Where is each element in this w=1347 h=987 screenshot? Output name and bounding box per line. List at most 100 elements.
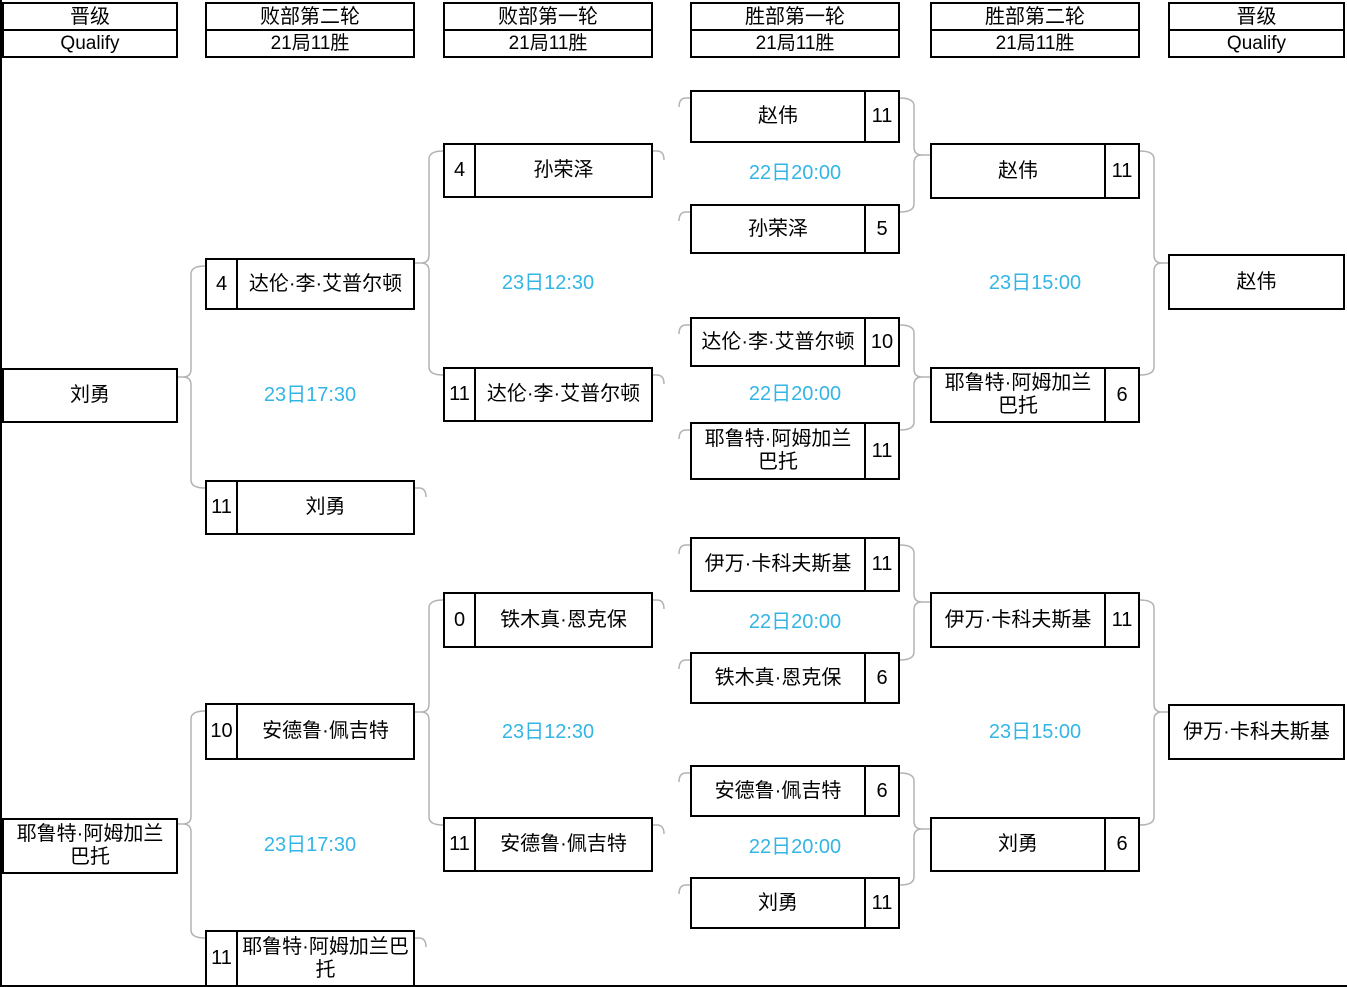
match-time: 23日15:00 <box>988 721 1082 743</box>
player-score: 0 <box>445 594 476 646</box>
qualified-player-box: 赵伟 <box>1168 254 1345 310</box>
match-time: 22日20:00 <box>748 836 842 858</box>
player-score: 11 <box>864 539 898 590</box>
player-name: 耶鲁特·阿姆加兰巴托 <box>704 428 852 473</box>
match-time: 23日17:30 <box>263 384 357 406</box>
player-name: 安德鲁·佩吉特 <box>714 779 842 802</box>
header-subtitle: Qualify <box>1226 33 1287 54</box>
bracket-slot: 安德鲁·佩吉特 6 <box>690 765 900 817</box>
player-name: 伊万·卡科夫斯基 <box>1183 720 1330 743</box>
player-score: 11 <box>864 879 898 927</box>
connector-brace <box>415 599 444 826</box>
match-time: 23日12:30 <box>501 721 595 743</box>
player-name: 孙荣泽 <box>533 159 594 181</box>
player-score: 11 <box>1104 594 1138 646</box>
header-subtitle: Qualify <box>60 33 120 54</box>
player-name: 赵伟 <box>758 105 798 127</box>
player-score: 4 <box>207 260 238 308</box>
header-qualify-left: 晋级 Qualify <box>2 2 178 58</box>
bracket-slot: 11 达伦·李·艾普尔顿 <box>443 367 653 422</box>
player-score: 11 <box>207 482 238 533</box>
player-score: 11 <box>864 92 898 141</box>
match-time: 22日20:00 <box>748 383 842 405</box>
connector-brace <box>1139 599 1168 826</box>
header-losers-round1: 败部第一轮 21局11胜 <box>443 2 653 58</box>
connector-brace <box>899 772 930 886</box>
player-score: 6 <box>864 767 898 815</box>
player-name: 赵伟 <box>998 159 1038 182</box>
header-title: 胜部第二轮 <box>932 4 1138 31</box>
connector-brace <box>1139 150 1168 376</box>
qualified-player-box: 刘勇 <box>2 368 178 423</box>
player-score: 6 <box>1104 819 1138 870</box>
player-score: 10 <box>864 319 898 365</box>
header-subtitle: 21局11胜 <box>508 33 588 54</box>
player-score: 6 <box>1104 369 1138 421</box>
bracket-slot: 赵伟 11 <box>690 90 900 143</box>
player-name: 安德鲁·佩吉特 <box>262 720 389 742</box>
player-name: 耶鲁特·阿姆加兰巴托 <box>944 372 1092 417</box>
player-name: 耶鲁特·阿姆加兰巴托 <box>242 935 409 981</box>
bracket-slot: 11 耶鲁特·阿姆加兰巴托 <box>205 930 415 987</box>
player-name: 孙荣泽 <box>748 217 808 240</box>
connector-brace <box>178 710 206 939</box>
bracket-slot: 4 达伦·李·艾普尔顿 <box>205 258 415 310</box>
bracket-slot: 耶鲁特·阿姆加兰巴托 6 <box>930 367 1140 423</box>
player-name: 达伦·李·艾普尔顿 <box>248 272 403 295</box>
header-subtitle: 21局11胜 <box>270 33 350 54</box>
bracket-slot: 10 安德鲁·佩吉特 <box>205 703 415 760</box>
player-name: 刘勇 <box>70 384 110 406</box>
player-name: 达伦·李·艾普尔顿 <box>701 330 855 353</box>
header-winners-round2: 胜部第二轮 21局11胜 <box>930 2 1140 58</box>
qualified-player-box: 伊万·卡科夫斯基 <box>1168 704 1345 760</box>
player-score: 4 <box>445 145 476 196</box>
connector-brace <box>415 150 444 376</box>
bracket-slot: 伊万·卡科夫斯基 11 <box>690 537 900 592</box>
header-title: 晋级 <box>1170 4 1343 31</box>
player-score: 5 <box>864 206 898 252</box>
bracket-slot: 赵伟 11 <box>930 143 1140 199</box>
bracket-slot: 达伦·李·艾普尔顿 10 <box>690 317 900 367</box>
bracket-slot: 4 孙荣泽 <box>443 143 653 198</box>
page-border-bottom <box>0 985 1347 987</box>
bracket-slot: 11 刘勇 <box>205 480 415 535</box>
player-score: 11 <box>1104 145 1138 197</box>
connector-brace <box>899 324 930 431</box>
match-time: 22日20:00 <box>748 162 842 184</box>
connector-brace <box>899 544 930 661</box>
player-name: 刘勇 <box>758 891 798 914</box>
bracket-slot: 伊万·卡科夫斯基 11 <box>930 592 1140 648</box>
header-winners-round1: 胜部第一轮 21局11胜 <box>690 2 900 58</box>
header-title: 胜部第一轮 <box>692 4 898 31</box>
bracket-slot: 11 安德鲁·佩吉特 <box>443 817 653 872</box>
bracket-slot: 刘勇 6 <box>930 817 1140 872</box>
bracket-slot: 孙荣泽 5 <box>690 204 900 254</box>
match-time: 22日20:00 <box>748 611 842 633</box>
bracket-slot: 耶鲁特·阿姆加兰巴托 11 <box>690 422 900 480</box>
player-score: 6 <box>864 654 898 702</box>
connector-brace <box>899 97 930 213</box>
player-score: 11 <box>445 369 476 420</box>
header-subtitle: 21局11胜 <box>995 33 1075 54</box>
player-name: 刘勇 <box>998 833 1038 855</box>
connector-brace <box>178 265 206 489</box>
player-name: 安德鲁·佩吉特 <box>500 833 627 855</box>
match-time: 23日17:30 <box>263 834 357 856</box>
player-name: 铁木真·恩克保 <box>714 666 842 689</box>
header-qualify-right: 晋级 Qualify <box>1168 2 1345 58</box>
player-name: 伊万·卡科夫斯基 <box>704 553 852 575</box>
bracket-slot: 0 铁木真·恩克保 <box>443 592 653 648</box>
header-subtitle: 21局11胜 <box>755 33 835 54</box>
player-name: 达伦·李·艾普尔顿 <box>486 383 641 405</box>
header-title: 败部第二轮 <box>207 4 413 31</box>
player-name: 铁木真·恩克保 <box>500 608 627 631</box>
player-score: 11 <box>864 424 898 478</box>
player-name: 赵伟 <box>1236 270 1277 293</box>
header-losers-round2: 败部第二轮 21局11胜 <box>205 2 415 58</box>
header-title: 晋级 <box>4 4 176 31</box>
match-time: 23日12:30 <box>501 272 595 294</box>
player-score: 11 <box>207 932 238 985</box>
player-score: 11 <box>445 819 476 870</box>
